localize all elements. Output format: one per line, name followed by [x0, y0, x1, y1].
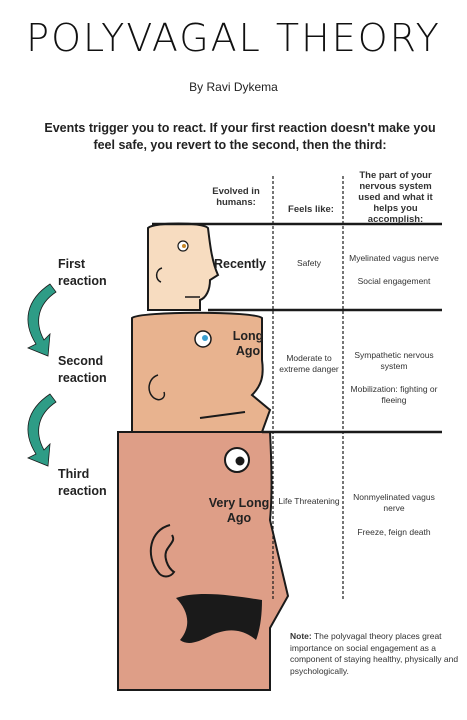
mammal-head-medium: [131, 311, 272, 433]
header-evolved: Evolved in humans:: [212, 186, 260, 208]
row2-evolved: Long Ago: [232, 329, 264, 358]
row3-accomplish: Freeze, feign death: [357, 527, 431, 537]
row3-evolved: Very Long Ago: [208, 496, 270, 525]
poster-title: POLYVAGAL THEORY: [26, 16, 441, 60]
row3-system: Nonmyelinated vagus nerve: [353, 492, 435, 513]
note-text: The polyvagal theory places great import…: [290, 631, 459, 676]
reaction-arrow-2: [27, 393, 57, 467]
table-lines: [152, 176, 442, 600]
header-nervous-system: The part of your nervous system used and…: [358, 170, 433, 225]
row2-feels: Moderate to extreme danger: [279, 353, 339, 374]
row3-feels: Life Threatening: [278, 496, 340, 506]
reaction-label-first: First reaction: [58, 257, 107, 288]
note-box: Note: The polyvagal theory places great …: [290, 631, 460, 677]
reptile-head-large: [117, 431, 290, 691]
row1-accomplish: Social engagement: [357, 276, 431, 286]
author-byline: By Ravi Dykema: [189, 80, 278, 94]
note-label: Note:: [290, 631, 312, 641]
reaction-label-third: Third reaction: [58, 467, 107, 498]
header-feels: Feels like:: [288, 204, 334, 215]
row1-evolved: Recently: [214, 257, 267, 271]
reaction-arrow-1: [27, 283, 57, 357]
row2-accomplish: Mobilization: fighting or fleeing: [350, 384, 438, 405]
row2-system: Sympathetic nervous system: [354, 350, 434, 371]
reaction-label-second: Second reaction: [58, 354, 107, 385]
intro-text: Events trigger you to react. If your fir…: [44, 121, 436, 152]
row1-system: Myelinated vagus nerve: [349, 253, 439, 263]
human-head-small: [147, 222, 220, 311]
row1-feels: Safety: [296, 258, 322, 268]
